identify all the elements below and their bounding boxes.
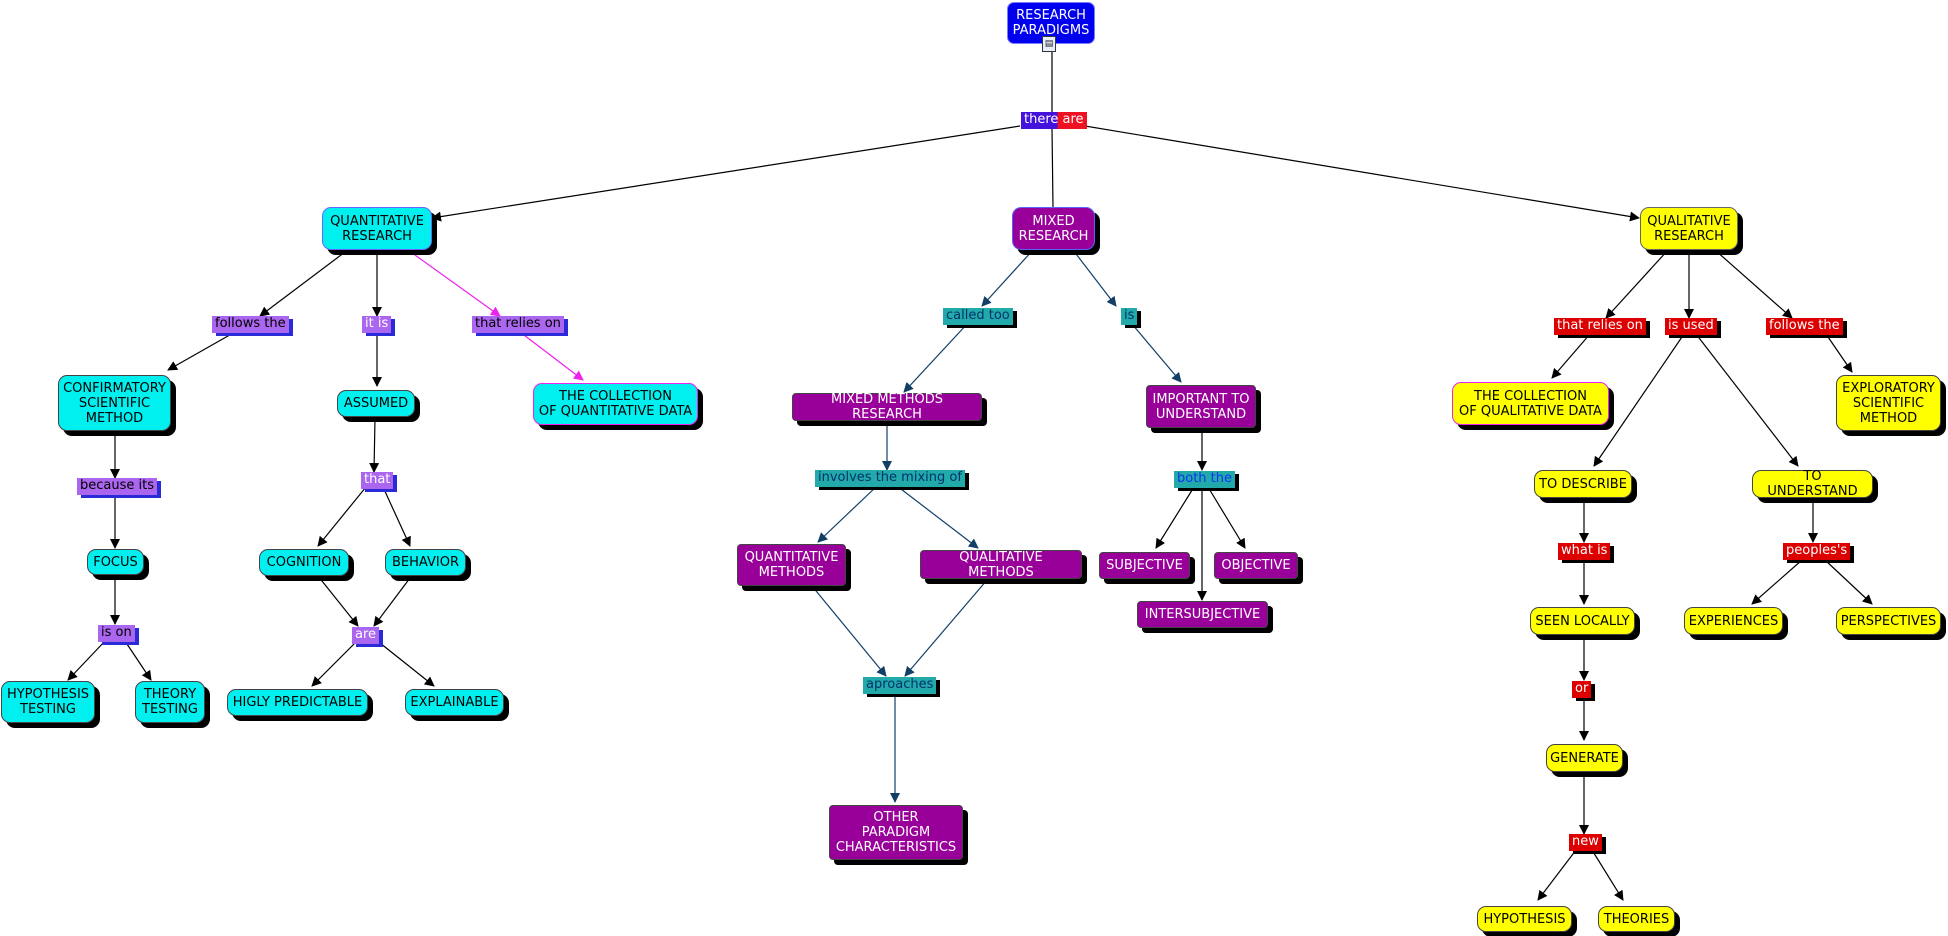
link-or[interactable]: or bbox=[1572, 681, 1592, 698]
node-collection-quantitative[interactable]: THE COLLECTION OF QUANTITATIVE DATA bbox=[533, 383, 698, 425]
node-to-describe[interactable]: TO DESCRIBE bbox=[1534, 470, 1632, 498]
node-seen-locally[interactable]: SEEN LOCALLY bbox=[1530, 607, 1635, 635]
node-exploratory-method[interactable]: EXPLORATORY SCIENTIFIC METHOD bbox=[1836, 375, 1941, 431]
link-is-on[interactable]: is on bbox=[98, 625, 135, 642]
node-explainable[interactable]: EXPLAINABLE bbox=[405, 689, 504, 716]
link-that-relies-on-quant[interactable]: that relies on bbox=[472, 316, 564, 333]
node-cognition[interactable]: COGNITION bbox=[259, 549, 349, 576]
link-new[interactable]: new bbox=[1569, 834, 1602, 851]
node-experiences[interactable]: EXPERIENCES bbox=[1684, 607, 1783, 635]
node-assumed[interactable]: ASSUMED bbox=[337, 390, 415, 417]
node-hypothesis-testing[interactable]: HYPOTHESIS TESTING bbox=[1, 681, 95, 723]
node-quantitative-methods[interactable]: QUANTITATIVE METHODS bbox=[737, 544, 846, 586]
node-higly-predictable[interactable]: HIGLY PREDICTABLE bbox=[227, 689, 368, 716]
link-is[interactable]: is bbox=[1121, 308, 1138, 325]
link-it-is[interactable]: it is bbox=[362, 316, 392, 333]
node-behavior[interactable]: BEHAVIOR bbox=[385, 549, 466, 576]
link-peoples[interactable]: peoples's bbox=[1783, 543, 1851, 560]
link-aproaches[interactable]: aproaches bbox=[863, 677, 937, 694]
link-that[interactable]: that bbox=[361, 472, 394, 489]
node-mixed-research[interactable]: MIXED RESEARCH bbox=[1012, 207, 1095, 250]
node-other-paradigm-characteristics[interactable]: OTHER PARADIGM CHARACTERISTICS bbox=[829, 805, 963, 860]
node-hypothesis[interactable]: HYPOTHESIS bbox=[1477, 906, 1572, 932]
node-intersubjective[interactable]: INTERSUBJECTIVE bbox=[1137, 601, 1268, 628]
node-theory-testing[interactable]: THEORY TESTING bbox=[135, 681, 205, 723]
link-called-too[interactable]: called too bbox=[943, 308, 1013, 325]
node-theories[interactable]: THEORIES bbox=[1598, 906, 1675, 932]
node-mixed-methods-research[interactable]: MIXED METHODS RESEARCH bbox=[792, 392, 982, 422]
link-what-is[interactable]: what is bbox=[1558, 543, 1611, 560]
link-follows-the[interactable]: follows the bbox=[212, 316, 289, 333]
node-perspectives[interactable]: PERSPECTIVES bbox=[1836, 607, 1941, 635]
node-objective[interactable]: OBJECTIVE bbox=[1214, 552, 1298, 579]
node-focus[interactable]: FOCUS bbox=[87, 549, 144, 575]
link-involves-the-mixing-of[interactable]: involves the mixing of bbox=[815, 470, 965, 487]
edge-there-are-mixed bbox=[1051, 127, 1054, 208]
edge-there-are-quant bbox=[431, 125, 1021, 222]
node-confirmatory-method[interactable]: CONFIRMATORY SCIENTIFIC METHOD bbox=[58, 375, 171, 431]
node-important-to-understand[interactable]: IMPORTANT TO UNDERSTAND bbox=[1146, 385, 1256, 428]
link-follows-the-qual[interactable]: follows the bbox=[1766, 318, 1843, 335]
edge-there-are-qual bbox=[1084, 125, 1640, 222]
link-are[interactable]: are bbox=[352, 627, 380, 644]
link-that-relies-on-qual[interactable]: that relies on bbox=[1554, 318, 1646, 335]
node-quantitative-research[interactable]: QUANTITATIVE RESEARCH bbox=[322, 207, 432, 250]
link-there-are[interactable]: there are bbox=[1021, 112, 1087, 129]
link-both-the[interactable]: both the bbox=[1174, 471, 1236, 488]
node-subjective[interactable]: SUBJECTIVE bbox=[1099, 552, 1190, 579]
node-qualitative-methods[interactable]: QUALITATIVE METHODS bbox=[920, 550, 1082, 580]
node-to-understand[interactable]: TO UNDERSTAND bbox=[1752, 469, 1873, 499]
node-generate[interactable]: GENERATE bbox=[1546, 744, 1623, 772]
node-collection-qualitative[interactable]: THE COLLECTION OF QUALITATIVE DATA bbox=[1452, 382, 1609, 425]
link-is-used[interactable]: is used bbox=[1665, 318, 1717, 335]
node-qualitative-research[interactable]: QUALITATIVE RESEARCH bbox=[1640, 207, 1738, 250]
link-because-its[interactable]: because its bbox=[77, 478, 157, 495]
document-icon[interactable]: ▤ bbox=[1042, 36, 1056, 52]
